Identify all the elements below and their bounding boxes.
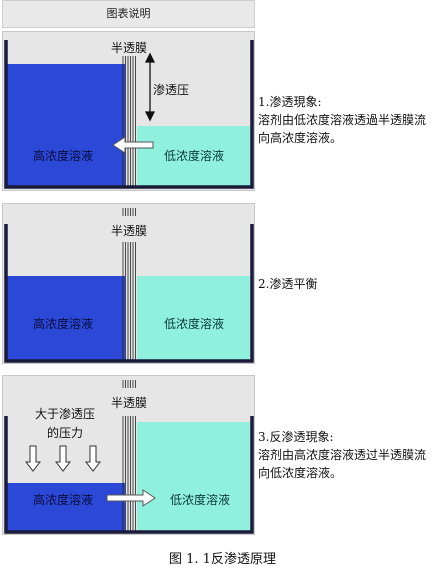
tank-outline [4,40,254,189]
pressure-label: 渗透压 [153,82,189,97]
side-line: 溶剂由低浓度溶液透過半透膜流 [258,113,427,127]
equilibrium-diagram: 半透膜 高浓度溶液 低浓度溶液 [4,208,254,363]
high-solution-label: 高浓度溶液 [33,492,93,507]
side-text-equilibrium: 2.渗透平衡 [258,275,317,293]
side-line: 向低浓度溶液。 [258,466,343,480]
membrane-top [122,380,136,388]
side-title: 2.渗透平衡 [258,277,318,291]
membrane-label: 半透膜 [111,224,147,238]
pressure-label: 大于渗透压 [35,406,95,421]
tank-outline [4,416,254,534]
side-text-osmosis: 1.渗透現象: 溶剂由低浓度溶液透過半透膜流 向高浓度溶液。 [258,93,426,147]
low-concentration-solution [137,126,250,186]
low-concentration-solution [137,422,250,531]
side-line: 向高浓度溶液。 [258,131,343,145]
tank-outline [4,224,254,363]
high-concentration-solution [7,64,125,186]
pressure-down-arrow [24,445,102,472]
high-solution-label: 高浓度溶液 [33,316,93,331]
membrane-label: 半透膜 [111,41,147,55]
side-line: 溶剂由高浓度溶液透过半透膜流 [258,448,427,462]
semipermeable-membrane [122,416,136,531]
flow-arrow-left [112,136,154,154]
low-solution-label: 低浓度溶液 [164,148,224,163]
pressure-arrow [144,52,156,122]
membrane-top [122,208,136,216]
reverse-osmosis-diagram: 半透膜 大于渗透压 的压力 高浓度溶液 低浓度溶液 [4,380,254,534]
low-solution-label: 低浓度溶液 [164,316,224,331]
figure-header: 图表说明 [2,0,255,28]
high-concentration-solution [7,483,125,531]
panel-osmosis: 半透膜 渗透压 高浓度溶液 低浓度溶液 [2,31,255,191]
flow-arrow-right [106,489,156,507]
pressure-label: 的压力 [47,425,83,440]
low-concentration-solution [137,276,250,360]
osmosis-diagram: 半透膜 渗透压 高浓度溶液 低浓度溶液 [4,40,254,189]
figure-caption: 图 1. 1反渗透原理 [169,552,276,567]
side-text-reverse-osmosis: 3.反渗透現象: 溶剂由高浓度溶液透过半透膜流 向低浓度溶液。 [258,428,426,482]
side-title: 1.渗透現象: [258,95,322,109]
low-solution-label: 低浓度溶液 [170,492,230,507]
panel-reverse-osmosis: 半透膜 大于渗透压 的压力 高浓度溶液 低浓度溶液 [2,375,255,535]
membrane-label: 半透膜 [111,396,147,410]
panel-equilibrium: 半透膜 高浓度溶液 低浓度溶液 [2,203,255,364]
side-title: 3.反渗透現象: [258,430,334,444]
high-concentration-solution [7,276,125,360]
high-solution-label: 高浓度溶液 [33,148,93,163]
semipermeable-membrane [122,56,136,186]
semipermeable-membrane [122,242,136,360]
